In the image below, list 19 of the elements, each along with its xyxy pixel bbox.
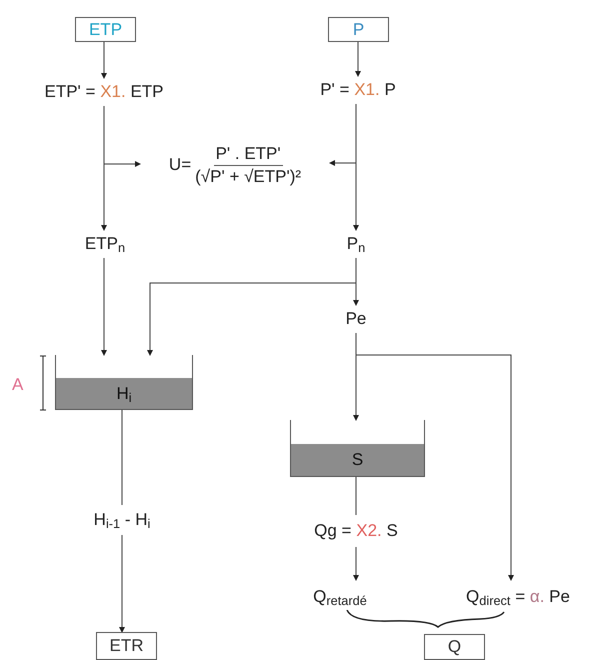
input-box: Q (424, 634, 485, 660)
arrow (104, 106, 141, 167)
input-box: ETR (96, 632, 157, 660)
arrow (101, 258, 107, 356)
formula-text: P$_{n}$ (332, 230, 380, 258)
arrow (101, 42, 107, 79)
arrow (147, 258, 356, 356)
arrow (355, 42, 361, 77)
arrow (329, 104, 356, 166)
arrow (353, 546, 359, 581)
reservoir-tank: S (290, 420, 425, 477)
formula-text: Pe (332, 305, 380, 333)
input-box: ETP (75, 17, 136, 42)
arrow (119, 534, 125, 633)
input-box: P (328, 17, 389, 42)
dimension-label: A (12, 374, 24, 396)
reservoir-tank: H$_{i}$ (55, 355, 193, 410)
arrow (356, 332, 514, 581)
formula-text: Q$_{retardé}$ (290, 580, 390, 614)
